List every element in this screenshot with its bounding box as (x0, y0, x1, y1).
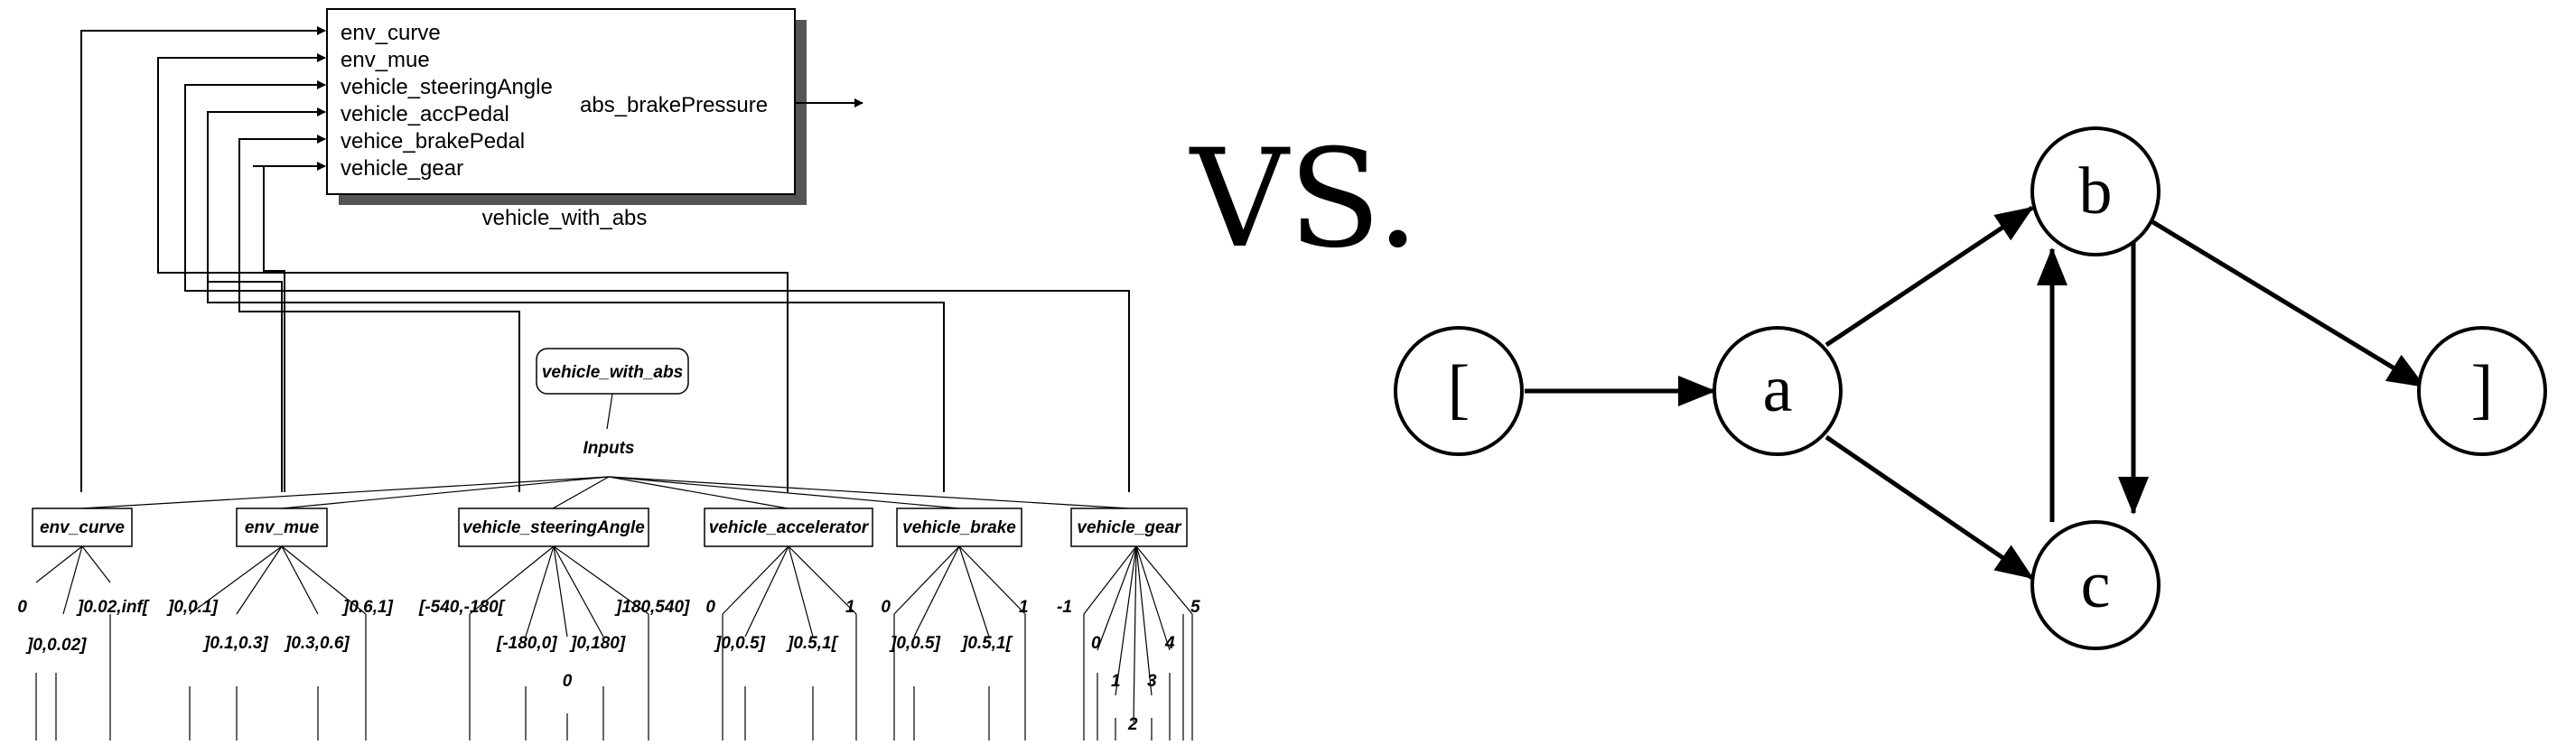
class-labels: 0 ]0,0.02] ]0.02,inf[ ]0,0.1] ]0.1,0.3] … (17, 598, 1200, 734)
class-label: -1 (1057, 598, 1072, 617)
class-label: [-180,0] (496, 634, 557, 653)
class-label: ]0,0.5] (714, 634, 766, 653)
classification-box[interactable] (1070, 508, 1188, 547)
edge-a-b (1825, 205, 2034, 348)
graph-edges (1525, 205, 2426, 581)
classification-box[interactable] (458, 508, 649, 547)
class-label: 0 (563, 672, 573, 691)
classification-label: vehicle_brake (902, 518, 1016, 537)
block-name: vehicle_with_abs (482, 206, 648, 230)
input-port-label: env_curve (341, 21, 441, 45)
node-label: c (2081, 548, 2111, 622)
class-label: 1 (845, 598, 855, 617)
class-label: ]0,0.1] (166, 598, 219, 617)
input-port-label: vehicle_gear (341, 156, 463, 181)
class-label: ]0.6,1] (341, 598, 394, 617)
block-input-ports: env_curve env_mue vehicle_steeringAngle … (341, 21, 553, 181)
tree-composition-label: Inputs (583, 439, 635, 458)
edge-b-end (2150, 219, 2426, 389)
state-graph: [ a b c ] (1394, 126, 2547, 650)
class-label: 0 (881, 598, 891, 617)
classification-label: env_curve (40, 518, 125, 537)
class-label: ]0.5,1[ (960, 634, 1013, 653)
graph-node[interactable]: a (1713, 326, 1843, 456)
input-port-label: env_mue (341, 48, 430, 72)
classification-label: vehicle_accelerator (709, 518, 870, 537)
simulink-block-diagram: env_curve env_mue vehicle_steeringAngle … (17, 8, 1200, 740)
input-port-label: vehicle_accPedal (341, 102, 509, 126)
class-label: 1 (1111, 672, 1121, 691)
vehicle-block[interactable] (326, 8, 796, 195)
class-label: ]0,0.5] (889, 634, 941, 653)
signal-wires (80, 30, 1130, 492)
graph-node[interactable]: b (2030, 126, 2161, 256)
edge-a-c (1825, 434, 2034, 581)
class-label: 0 (1091, 634, 1101, 653)
versus-label: VS. (1189, 121, 1419, 278)
class-label: 5 (1190, 598, 1200, 617)
class-label: 4 (1164, 634, 1175, 653)
class-label: ]0.02,inf[ (76, 598, 150, 617)
class-label: [-540,-180[ (418, 598, 506, 617)
node-label: [ (1448, 352, 1470, 426)
classification-label: vehicle_steeringAngle (462, 518, 645, 537)
output-port-label: abs_brakePressure (580, 93, 768, 117)
graph-node[interactable]: ] (2417, 326, 2547, 456)
class-label: 0 (705, 598, 715, 617)
class-label: ]0.1,0.3] (202, 634, 268, 653)
input-arrows (253, 26, 326, 171)
tree-root-label: vehicle_with_abs (542, 363, 683, 382)
input-port-label: vehice_brakePedal (341, 129, 525, 154)
node-label: a (1763, 352, 1793, 426)
class-label: 1 (1019, 598, 1029, 617)
graph-node[interactable]: c (2030, 520, 2161, 650)
classification-box[interactable] (704, 508, 873, 547)
input-port-label: vehicle_steeringAngle (341, 75, 553, 99)
classification-label: vehicle_gear (1077, 518, 1182, 537)
class-label: ]0,0.02] (25, 636, 87, 655)
classification-box[interactable] (32, 508, 133, 547)
class-label: 3 (1147, 672, 1157, 691)
class-label: ]0.5,1[ (786, 634, 839, 653)
node-label: ] (2471, 352, 2494, 426)
class-label: 0 (17, 598, 27, 617)
graph-node[interactable]: [ (1394, 326, 1524, 456)
node-label: b (2079, 154, 2113, 228)
classification-tree: vehicle_with_abs Inputs env_curve env_mu… (17, 348, 1200, 740)
class-label: ]180,540] (614, 598, 690, 617)
classification-box[interactable] (896, 508, 1022, 547)
classification-label: env_mue (245, 518, 320, 537)
class-label: ]0.3,0.6] (284, 634, 350, 653)
class-label: 2 (1127, 715, 1138, 734)
class-label: ]0,180] (569, 634, 626, 653)
classification-box[interactable] (236, 508, 328, 547)
